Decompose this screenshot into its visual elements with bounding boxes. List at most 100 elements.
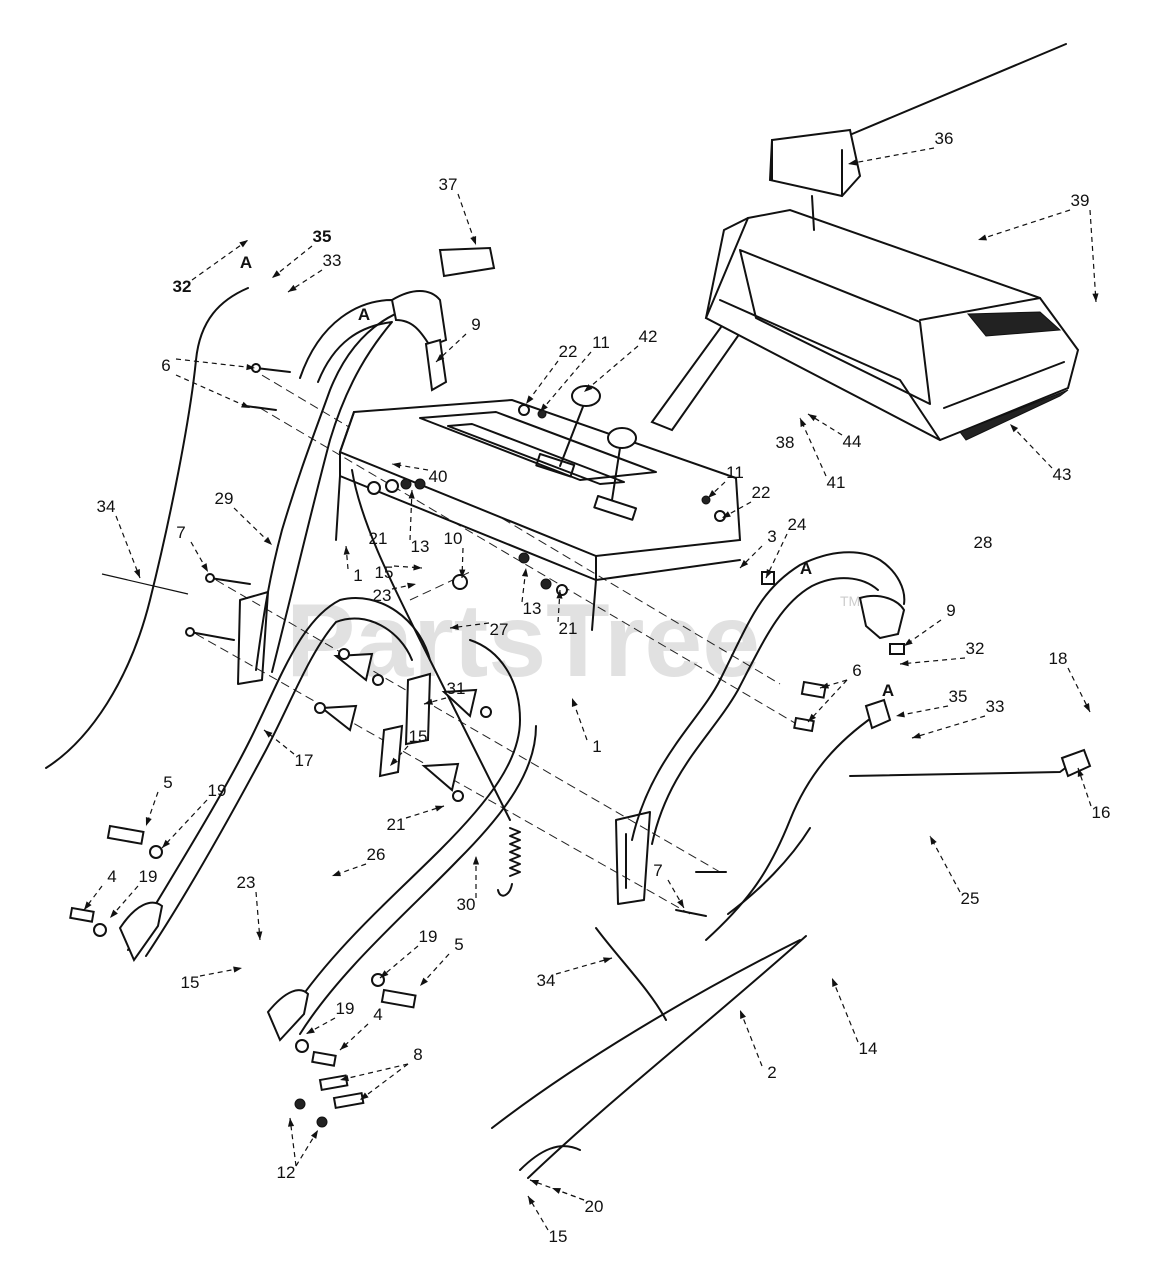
leader-c2 [739, 1009, 763, 1067]
callout-label-42: 42 [639, 327, 658, 346]
leader-c39-b [1089, 209, 1097, 303]
leader-c15d [527, 1195, 549, 1231]
callout-label-44: 44 [843, 432, 862, 451]
leader-c6a-b-arrowhead [241, 401, 250, 408]
leader-c8 [339, 1063, 409, 1081]
leader-c6b-b [807, 679, 848, 723]
leader-c19d-arrowhead [306, 1027, 315, 1034]
callout-label-5: 5 [163, 773, 172, 792]
leader-c37-arrowhead [470, 236, 477, 245]
leader-c19b [109, 885, 139, 919]
upper-handle-right [615, 551, 906, 905]
leader-c11a [539, 351, 592, 413]
callout-label-22: 22 [559, 342, 578, 361]
leader-c4a [83, 885, 103, 911]
callout-label-3: 3 [767, 527, 776, 546]
leader-c23b-arrowhead [256, 931, 263, 940]
callout-label-1: 1 [592, 737, 601, 756]
leader-c6b-b-arrowhead [808, 713, 817, 722]
callout-label-19: 19 [419, 927, 438, 946]
leader-c15c-arrowhead [233, 966, 242, 973]
leader-c35b-arrowhead [896, 711, 905, 718]
callout-label-9: 9 [471, 315, 480, 334]
callout-label-18: 18 [1049, 649, 1068, 668]
leader-c34b-arrowhead [603, 957, 612, 964]
callout-label-32: 32 [966, 639, 985, 658]
leader-c17 [263, 729, 295, 755]
callout-label-34: 34 [97, 497, 116, 516]
leader-c34a [115, 515, 141, 579]
leader-c14 [831, 977, 859, 1043]
callout-label-22: 22 [752, 483, 771, 502]
leader-c12-arrowhead [287, 1118, 295, 1127]
callout-label-9: 9 [946, 601, 955, 620]
callout-label-36: 36 [935, 129, 954, 148]
leader-c33b-arrowhead [912, 732, 921, 739]
callout-label-25: 25 [961, 889, 980, 908]
leader-c43 [1009, 423, 1053, 469]
leader-c14-arrowhead [832, 978, 839, 987]
callout-label-19: 19 [139, 867, 158, 886]
control-panel [335, 398, 742, 631]
leader-c27 [449, 622, 490, 629]
leader-c7a-arrowhead [201, 563, 208, 572]
leader-c35a-arrowhead [272, 270, 281, 278]
leader-c13b-arrowhead [521, 568, 529, 577]
callout-label-15: 15 [181, 973, 200, 992]
leader-c4b-arrowhead [340, 1041, 349, 1050]
leader-c20-arrowhead [530, 1180, 539, 1186]
leader-c1b-arrowhead [571, 698, 578, 707]
callout-label-34: 34 [537, 971, 556, 990]
callout-label-39: 39 [1071, 191, 1090, 210]
leader-c4a-arrowhead [84, 901, 92, 910]
leader-c21b-arrowhead [556, 590, 563, 599]
callout-label-12: 12 [277, 1163, 296, 1182]
leader-c23a-arrowhead [407, 582, 416, 589]
leader-c5b-arrowhead [420, 977, 428, 986]
leader-c24-arrowhead [766, 569, 773, 578]
leader-c8-b-arrowhead [360, 1092, 369, 1100]
leader-c40-arrowhead [392, 462, 401, 469]
leader-c16 [1077, 767, 1092, 807]
leader-c19a-arrowhead [162, 839, 171, 848]
leader-c43-arrowhead [1010, 424, 1019, 433]
callout-label-26: 26 [367, 845, 386, 864]
leader-c8-b [359, 1063, 409, 1101]
leader-c11b-arrowhead [708, 489, 717, 498]
callout-label-2: 2 [767, 1063, 776, 1082]
leader-c12-b [295, 1129, 319, 1167]
leader-c44-arrowhead [808, 414, 817, 422]
handle-brackets [314, 648, 492, 802]
spring [497, 827, 521, 897]
leader-c33a [287, 269, 323, 293]
callout-label-21: 21 [387, 815, 406, 834]
callout-label-A: A [240, 253, 252, 272]
callout-label-17: 17 [295, 751, 314, 770]
leader-c32b-arrowhead [900, 660, 909, 667]
leader-c32a-arrowhead [239, 240, 248, 248]
leader-c17-arrowhead [264, 730, 273, 738]
callout-label-7: 7 [653, 861, 662, 880]
callout-label-1: 1 [353, 566, 362, 585]
leader-c15d-arrowhead [528, 1196, 535, 1205]
leader-c19c-arrowhead [380, 970, 389, 978]
callout-label-41: 41 [827, 473, 846, 492]
callout-label-21: 21 [369, 529, 388, 548]
callout-label-24: 24 [788, 515, 807, 534]
hardware [69, 363, 1092, 1128]
callout-label-15: 15 [409, 727, 428, 746]
leader-c10-arrowhead [459, 569, 466, 578]
leader-c33a-arrowhead [288, 284, 297, 292]
leader-c3-arrowhead [740, 559, 749, 568]
console-cover [704, 208, 1080, 442]
leader-c16-arrowhead [1077, 768, 1084, 777]
callout-label-33: 33 [986, 697, 1005, 716]
callout-label-30: 30 [457, 895, 476, 914]
callout-label-4: 4 [107, 867, 116, 886]
leader-c2-arrowhead [740, 1010, 746, 1019]
leader-c25-arrowhead [930, 836, 937, 845]
callout-label-33: 33 [323, 251, 342, 270]
callout-label-11: 11 [592, 333, 610, 352]
lower-handle [118, 597, 537, 1042]
